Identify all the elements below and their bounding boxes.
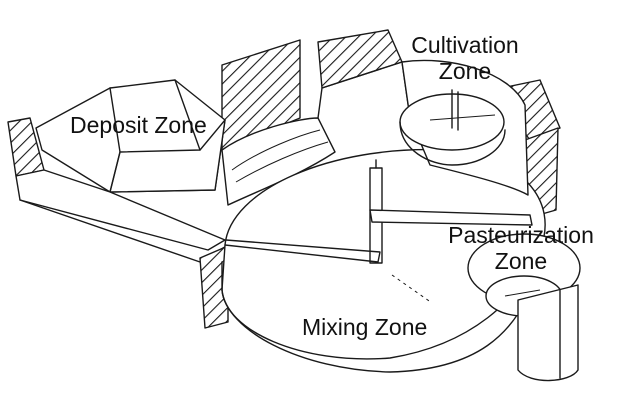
mixing-zone-label: Mixing Zone	[302, 314, 427, 340]
cultivation-zone-line2: Zone	[438, 58, 492, 84]
deposit-zone-label: Deposit Zone	[70, 112, 207, 138]
mixing-disk	[221, 148, 546, 373]
pasteurization-zone-label: Pasteurization Zone	[438, 222, 604, 274]
deposit-zone-text: Deposit Zone	[70, 112, 207, 138]
cultivation-zone-label: Cultivation Zone	[398, 32, 532, 84]
deposit-zone-hopper	[15, 79, 229, 329]
cultivation-chamber	[399, 59, 529, 196]
mixing-zone-text: Mixing Zone	[302, 314, 428, 340]
pasteurization-vessel	[467, 233, 581, 382]
pasteurization-zone-line1: Pasteurization	[448, 222, 594, 248]
divider-wall	[221, 61, 411, 206]
pasteurization-zone-line2: Zone	[494, 248, 548, 274]
cultivation-zone-line1: Cultivation	[411, 32, 519, 58]
